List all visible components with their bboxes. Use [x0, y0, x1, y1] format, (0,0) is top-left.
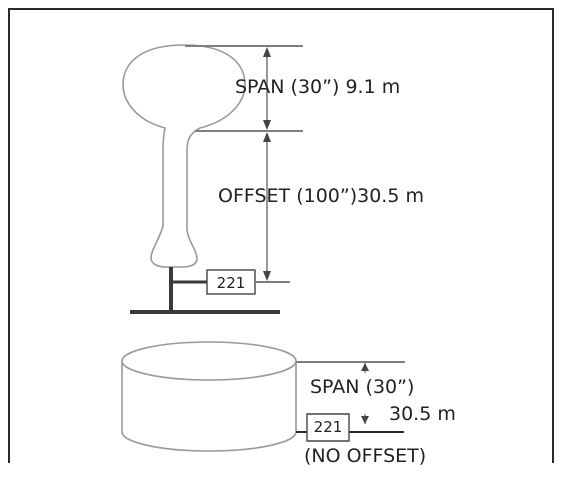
bottom-transmitter-box: [306, 413, 350, 442]
top-span-arrow-down: [263, 120, 271, 130]
bottom-vessel-body: [121, 361, 297, 452]
top-offset-arrow-down: [263, 271, 271, 281]
bottom-vessel-top: [121, 341, 297, 381]
bottom-span-arrow-up: [361, 363, 369, 371]
bottom-vessel-group: 221 SPAN (30”) 30.5 m (NO OFFSET): [121, 341, 456, 467]
top-transmitter-label: 221: [217, 274, 246, 292]
top-offset-arrow-up: [263, 132, 271, 142]
bottom-no-offset-note: (NO OFFSET): [304, 445, 426, 467]
top-transmitter-box: [206, 269, 256, 295]
bottom-span-arrow-down: [361, 416, 369, 424]
bottom-transmitter-label: 221: [314, 418, 343, 436]
top-span-label: SPAN (30”) 9.1 m: [235, 76, 400, 98]
top-vessel-group: 221 SPAN (30”) 9.1 m OFFSET (100”)30.5 m: [122, 44, 424, 314]
top-offset-label: OFFSET (100”)30.5 m: [218, 185, 424, 207]
bottom-span-value: 30.5 m: [389, 403, 456, 425]
top-span-arrow-up: [263, 47, 271, 57]
diagram-frame: [8, 8, 554, 463]
bottom-span-label: SPAN (30”): [310, 376, 414, 398]
top-vessel-outline: [122, 44, 246, 268]
